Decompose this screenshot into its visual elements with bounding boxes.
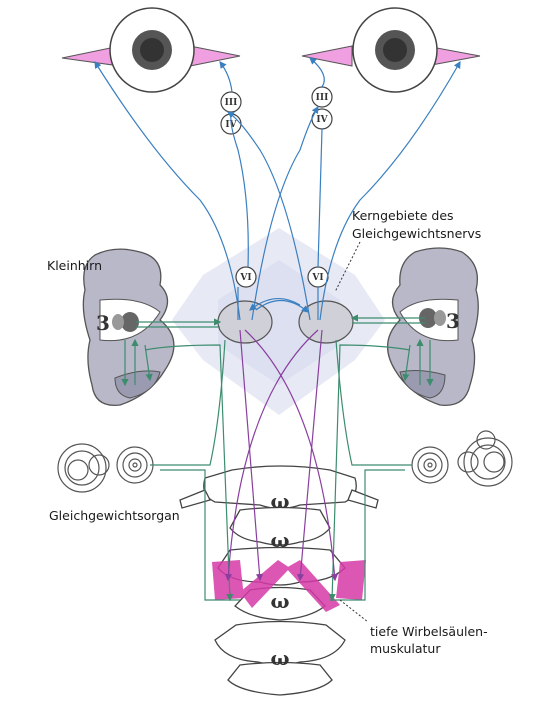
- label-kleinhirn: Kleinhirn: [47, 258, 102, 273]
- leader-lines: [334, 241, 369, 623]
- right-eye: [301, 7, 481, 93]
- nucleus-label-left-vi: VI: [239, 273, 251, 283]
- spine-muscles: [212, 560, 366, 612]
- purple-pathways: [224, 329, 339, 582]
- nucleus-label-left-upper: III: [225, 98, 238, 108]
- vi-nuclei: VI VI: [235, 266, 329, 288]
- nucleus-label-right-upper: III: [316, 93, 329, 103]
- blue-pathways: [94, 57, 461, 321]
- left-vestibular-organ: [57, 443, 154, 493]
- label-muskulatur-line1: tiefe Wirbelsäulen-: [370, 624, 488, 639]
- green-pathways: [121, 314, 434, 602]
- svg-text:ω: ω: [270, 489, 289, 513]
- svg-text:3: 3: [96, 311, 110, 335]
- left-eye: [61, 7, 241, 93]
- label-kerngebiete-line2: Gleichgewichtsnervs: [352, 226, 482, 241]
- svg-text:ω: ω: [270, 589, 289, 613]
- right-cerebellum: 3: [387, 247, 479, 406]
- label-kerngebiete-line1: Kerngebiete des: [352, 208, 454, 223]
- right-vestibular-nucleus: [298, 300, 354, 344]
- brainstem-inner: [218, 260, 340, 385]
- label-gleichgewichtsorgan: Gleichgewichtsorgan: [49, 508, 180, 523]
- svg-text:ω: ω: [270, 646, 289, 670]
- svg-text:3: 3: [446, 309, 460, 333]
- svg-text:ω: ω: [270, 528, 289, 552]
- label-muskulatur-line2: muskulatur: [370, 641, 441, 656]
- left-cerebellum: 3: [82, 248, 175, 406]
- nucleus-label-right-vi: VI: [311, 273, 323, 283]
- right-vestibular-organ: [411, 430, 513, 487]
- right-nerve-nuclei: III IV: [311, 86, 333, 130]
- nucleus-label-right-lower: IV: [316, 115, 328, 125]
- left-vestibular-nucleus: [217, 300, 273, 344]
